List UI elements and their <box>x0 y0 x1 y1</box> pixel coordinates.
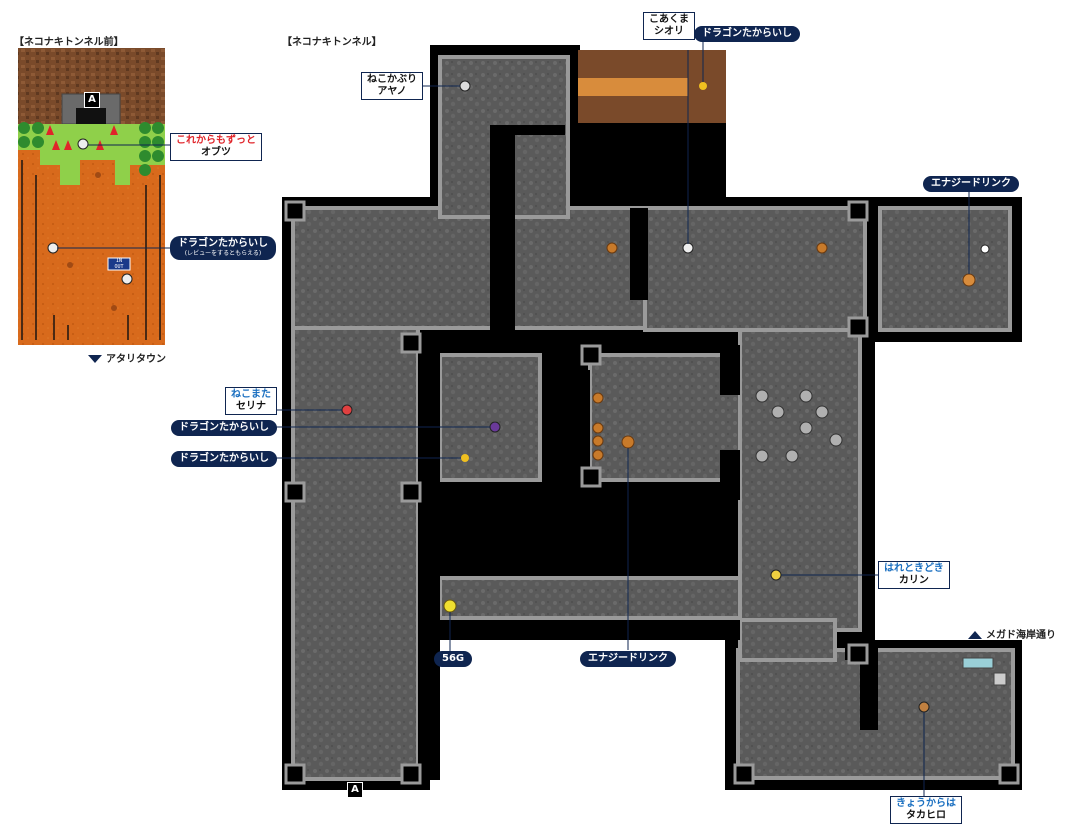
exit-to-atari-town[interactable]: アタリタウン <box>88 350 166 365</box>
npc-label-korekara-obutsu: これからもずっとオブツ <box>170 133 262 161</box>
outside-map <box>18 48 165 345</box>
item-label-dragon-gem-outside: ドラゴンたからいし(レビューをするともらえる) <box>170 236 276 260</box>
boulders <box>755 389 843 463</box>
item-label-dragon-gem-mid2: ドラゴンたからいし <box>171 451 277 467</box>
item-label-energy-drink-top: エナジードリンク <box>923 176 1019 192</box>
item-label-dragon-gem-top: ドラゴンたからいし <box>694 26 800 42</box>
entrance-marker-a-outside: A <box>84 92 100 108</box>
npc-label-nekokaburi-ayano: ねこかぶりアヤノ <box>361 72 423 100</box>
energy-drink-sack-top <box>962 273 976 287</box>
exit-to-megado-coast[interactable]: メガド海岸通り <box>968 626 1056 641</box>
gold-sack <box>443 599 457 613</box>
dragon-gem-top <box>699 82 707 90</box>
entrance-marker-a-tunnel: A <box>347 782 363 798</box>
item-label-dragon-gem-mid1: ドラゴンたからいし <box>171 420 277 436</box>
item-label-energy-drink-bottom: エナジードリンク <box>580 651 676 667</box>
item-label-gold: 56G <box>434 651 473 667</box>
npc-label-koakuma-shiori: こあくまシオリ <box>643 12 695 40</box>
tunnel-map-title: 【ネコナキトンネル】 <box>282 37 382 48</box>
outside-map-title: 【ネコナキトンネル前】 <box>14 37 124 48</box>
leader-lines <box>57 40 970 796</box>
window <box>962 657 994 669</box>
npc-label-kyoukara-takahiro: きょうからはタカヒロ <box>890 796 962 824</box>
dragon-gem-mid <box>461 454 469 462</box>
npc-label-haretokidoki-karin: はれときどきカリン <box>878 561 950 589</box>
tunnel-map <box>282 45 1022 790</box>
arrow-up-icon <box>968 631 982 639</box>
gravestone <box>993 672 1007 686</box>
npc-label-nekomata-serina: ねこまたセリナ <box>225 387 277 415</box>
arrow-down-icon <box>88 355 102 363</box>
